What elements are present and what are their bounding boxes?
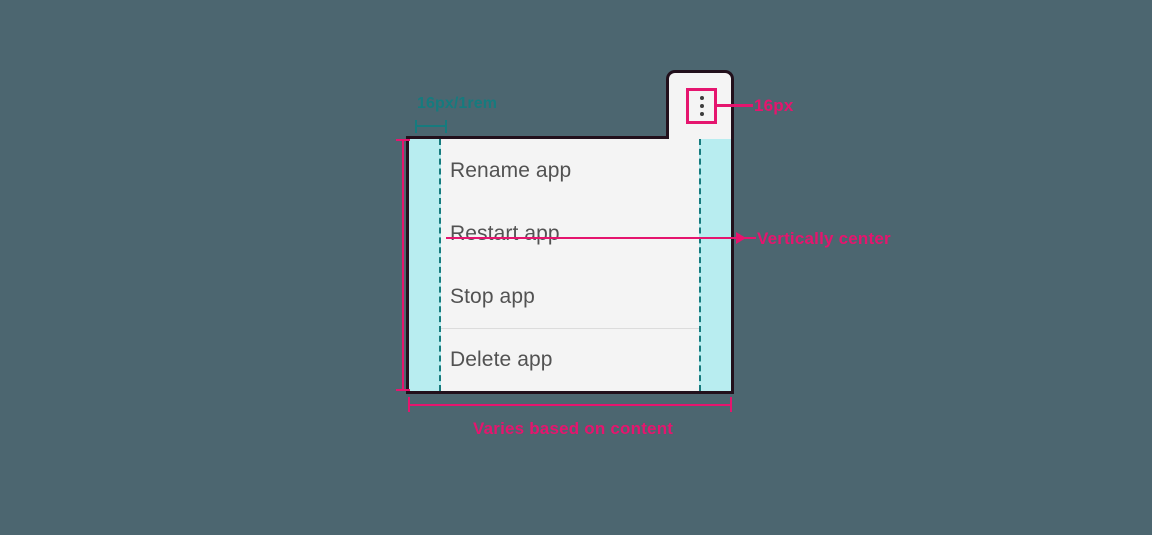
dimension-bar-padding — [414, 120, 448, 133]
leader-line-vertical-center — [446, 237, 738, 239]
dimension-line-width — [408, 404, 732, 406]
icon-measure-box — [686, 88, 717, 124]
dimension-cap-width-right — [730, 397, 732, 412]
leader-arrow-vertical-center — [736, 232, 746, 244]
menu-item-rename-app[interactable]: Rename app — [409, 139, 731, 202]
menu-divider — [441, 328, 699, 329]
menu-item-stop-app[interactable]: Stop app — [409, 265, 731, 328]
annotation-width-caption: Varies based on content — [473, 419, 674, 438]
annotation-padding-label: 16px/1rem — [417, 95, 498, 112]
menu-item-label: Stop app — [450, 285, 535, 308]
dimension-cap-width-left — [408, 397, 410, 412]
padding-band-left — [409, 139, 441, 391]
leader-tail-vertical-center — [744, 237, 756, 239]
menu-item-label: Restart app — [450, 222, 560, 245]
annotation-icon-size: 16px — [754, 96, 794, 115]
dimension-cap-height-bottom — [396, 389, 410, 391]
menu-item-restart-app[interactable]: Restart app — [409, 202, 731, 265]
menu-item-label: Delete app — [450, 348, 553, 371]
annotation-vertical-center: Vertically center — [757, 229, 891, 248]
overflow-menu-panel — [406, 136, 734, 394]
overflow-menu-vertical-icon[interactable] — [689, 91, 714, 121]
padding-band-right — [699, 139, 731, 391]
panel-button-seam — [669, 133, 731, 139]
menu-item-delete-app[interactable]: Delete app — [409, 328, 731, 391]
dimension-line-height — [402, 139, 404, 391]
leader-line-icon-size — [717, 104, 753, 107]
dimension-cap-height-top — [396, 139, 410, 141]
overflow-menu-item-list: Rename app Restart app Stop app Delete a… — [409, 139, 731, 391]
overflow-menu-trigger-button[interactable] — [666, 70, 734, 136]
menu-item-label: Rename app — [450, 159, 572, 182]
